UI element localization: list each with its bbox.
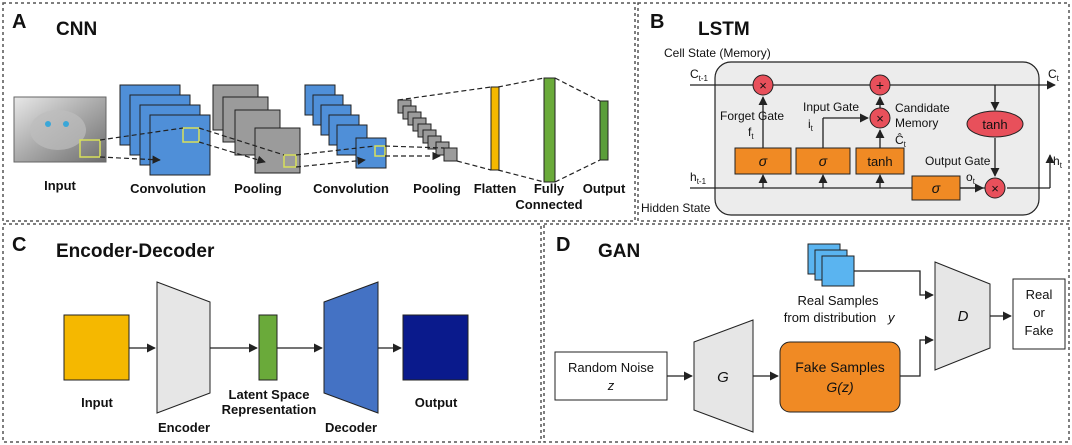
lstm-forget-multiply: × xyxy=(752,74,774,96)
lstm-input-gate-box: σ xyxy=(795,147,851,175)
cnn-convolution2-label: Convolution xyxy=(313,181,389,196)
encdec-output-block xyxy=(402,314,469,381)
gan-noise-var: z xyxy=(607,378,615,393)
gan-fake-samples-box xyxy=(779,341,901,413)
svg-text:+: + xyxy=(876,77,884,93)
gan-fake-label-1: Fake Samples xyxy=(795,359,884,375)
gan-noise-label: Random Noise xyxy=(568,360,654,375)
panel-lstm: B LSTM Cell State (Memory) Hidden State … xyxy=(641,11,1063,216)
panel-cnn: A CNN xyxy=(12,11,626,212)
lstm-h-next: ht xyxy=(1053,154,1063,170)
gan-real-var: y xyxy=(887,310,896,325)
gan-result-label-2: or xyxy=(1033,305,1045,320)
lstm-c-prev: Ct-1 xyxy=(690,67,709,83)
encdec-input-label: Input xyxy=(81,395,113,410)
panel-b-letter: B xyxy=(650,11,664,33)
gan-discriminator-block xyxy=(934,261,991,371)
lstm-add: + xyxy=(869,74,891,96)
lstm-output-gate-box: σ xyxy=(911,175,961,201)
lstm-candidate-label-2: Memory xyxy=(895,116,938,130)
panel-d-title: GAN xyxy=(598,241,640,262)
lstm-output-gate-label: Output Gate xyxy=(925,154,991,168)
svg-text:tanh: tanh xyxy=(867,154,892,169)
lstm-cell-state-label: Cell State (Memory) xyxy=(664,46,771,60)
cnn-flatten-label: Flatten xyxy=(474,181,517,196)
lstm-output-var: ot xyxy=(966,170,976,186)
svg-text:σ: σ xyxy=(819,153,828,169)
lstm-tanh-ellipse: tanh xyxy=(966,110,1024,138)
lstm-candidate-var: Ĉt xyxy=(895,132,907,149)
encdec-output-label: Output xyxy=(415,395,458,410)
panel-a-title: CNN xyxy=(56,19,97,40)
cnn-pooling1-label: Pooling xyxy=(234,181,282,196)
svg-text:σ: σ xyxy=(932,180,941,196)
cnn-dashed-connections xyxy=(99,77,601,183)
gan-result-label-3: Fake xyxy=(1025,323,1054,338)
lstm-hidden-state-label: Hidden State xyxy=(641,201,711,215)
encdec-latent-label-1: Latent Space xyxy=(229,387,310,402)
cnn-output-layer xyxy=(599,100,609,161)
lstm-c-next: Ct xyxy=(1048,67,1060,83)
encdec-latent-block xyxy=(258,314,278,381)
panel-gan: D GAN Real Samples from distribution y R… xyxy=(554,234,1066,433)
panel-c-title: Encoder-Decoder xyxy=(56,241,215,262)
cnn-pool1-stack xyxy=(212,84,301,174)
lstm-input-gate-label: Input Gate xyxy=(803,100,859,114)
encdec-encoder-label: Encoder xyxy=(158,420,210,435)
lstm-candidate-gate-box: tanh xyxy=(855,147,905,175)
encdec-decoder-block xyxy=(323,281,379,414)
lstm-candidate-label-1: Candidate xyxy=(895,101,950,115)
panel-b-title: LSTM xyxy=(698,19,750,40)
gan-real-label-1: Real Samples xyxy=(798,293,879,308)
lstm-output-multiply: × xyxy=(984,177,1006,199)
gan-result-label-1: Real xyxy=(1026,287,1053,302)
encdec-decoder-label: Decoder xyxy=(325,420,377,435)
cnn-conv1-stack xyxy=(119,84,211,176)
panel-c-letter: C xyxy=(12,234,26,256)
cnn-conv2-stack xyxy=(304,84,387,169)
gan-result-box xyxy=(1012,278,1066,350)
svg-text:×: × xyxy=(759,78,767,93)
svg-text:×: × xyxy=(876,111,884,126)
cnn-flatten-layer xyxy=(490,86,500,171)
gan-fake-label-2: G(z) xyxy=(826,379,853,395)
lstm-forget-gate-box: σ xyxy=(734,147,792,175)
encdec-latent-label-2: Representation xyxy=(222,402,317,417)
gan-real-samples-stack xyxy=(807,243,855,287)
gan-generator-label: G xyxy=(717,369,729,386)
lstm-input-multiply: × xyxy=(869,107,891,129)
lstm-input-var: it xyxy=(808,117,814,133)
svg-text:σ: σ xyxy=(759,153,768,169)
cnn-fully-connected-layer xyxy=(543,77,556,183)
cnn-input-image xyxy=(13,96,107,163)
cnn-pool2-stack xyxy=(397,99,458,162)
panel-d-letter: D xyxy=(556,234,570,256)
encdec-encoder-block xyxy=(156,281,211,414)
gan-real-label-2: from distribution xyxy=(784,310,876,325)
gan-generator-block xyxy=(693,319,754,433)
cnn-input-label: Input xyxy=(44,178,76,193)
svg-text:tanh: tanh xyxy=(982,117,1007,132)
panel-encoder-decoder: C Encoder-Decoder Input Encoder Latent S… xyxy=(12,234,469,435)
encdec-input-block xyxy=(63,314,130,381)
panel-a-letter: A xyxy=(12,11,26,33)
cnn-output-label: Output xyxy=(583,181,626,196)
svg-text:×: × xyxy=(991,181,999,196)
lstm-h-prev: ht-1 xyxy=(690,170,707,186)
cnn-fully-label: Fully xyxy=(534,181,565,196)
lstm-forget-gate-label: Forget Gate xyxy=(720,109,784,123)
cnn-connected-label: Connected xyxy=(515,197,582,212)
cnn-pooling2-label: Pooling xyxy=(413,181,461,196)
gan-discriminator-label: D xyxy=(958,308,969,325)
lstm-forget-var: ft xyxy=(748,125,754,141)
cnn-convolution1-label: Convolution xyxy=(130,181,206,196)
